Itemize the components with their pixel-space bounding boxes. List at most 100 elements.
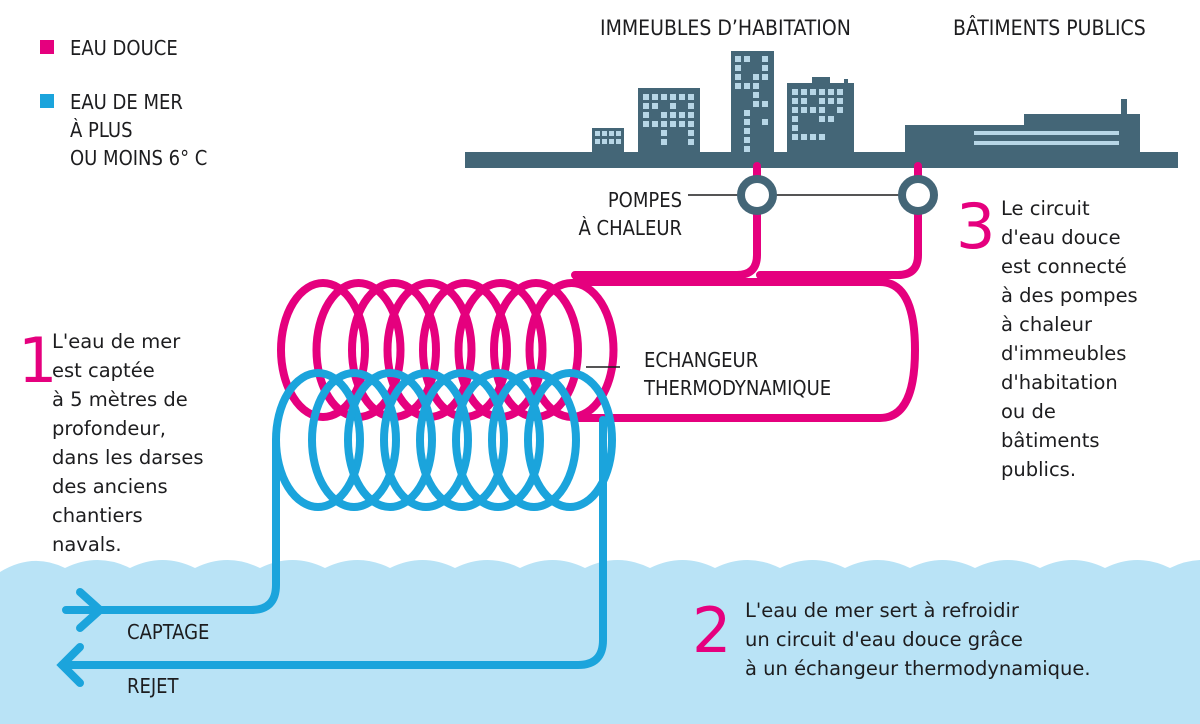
window: [616, 131, 621, 136]
legend-item-fresh-water: EAU DOUCE: [40, 34, 178, 62]
public-building-low: [905, 125, 1140, 154]
public-building-high: [1024, 114, 1140, 128]
sea-water-coil: [272, 369, 616, 511]
window: [762, 56, 768, 62]
window: [652, 103, 658, 109]
window: [810, 134, 816, 140]
sea-water-coil-turn: [344, 369, 436, 511]
step-2-text: L'eau de mer sert à refroidir un circuit…: [745, 599, 1091, 680]
window: [595, 131, 600, 136]
sea-water-coil-turn: [308, 369, 400, 511]
heat-pumps: [688, 175, 938, 215]
window: [602, 139, 607, 144]
window: [828, 116, 834, 122]
step-1-text: L'eau de mer est captée à 5 mètres de pr…: [52, 330, 204, 556]
window: [753, 83, 759, 89]
sea-water-circuit: [56, 369, 616, 687]
window: [792, 89, 798, 95]
sea-water-coil-turn: [380, 369, 472, 511]
window: [643, 121, 649, 127]
intake-arrow-head-icon: [76, 588, 106, 632]
window: [602, 131, 607, 136]
window: [652, 121, 658, 127]
window: [688, 103, 694, 109]
window: [679, 112, 685, 118]
building-right-antenna: [844, 79, 848, 85]
window: [670, 121, 676, 127]
window: [837, 107, 843, 113]
legend-item-sea-water: EAU DE MER À PLUS OU MOINS 6° C: [40, 88, 207, 172]
heat-pumps-label: POMPES À CHALEUR: [578, 188, 683, 240]
window: [810, 89, 816, 95]
window: [661, 139, 667, 145]
window: [670, 103, 676, 109]
sea-water-swatch-icon: [40, 94, 54, 108]
window: [837, 98, 843, 104]
sea-water-discharge-pipe: [58, 416, 607, 669]
window: [616, 139, 621, 144]
window: [801, 107, 807, 113]
window: [819, 134, 825, 140]
legend-label: EAU DOUCE: [70, 36, 178, 60]
window: [670, 112, 676, 118]
window: [688, 94, 694, 100]
window: [735, 74, 741, 80]
window: [974, 141, 1119, 145]
window: [688, 130, 694, 136]
building-right-roof: [812, 77, 830, 85]
window: [609, 139, 614, 144]
window: [792, 134, 798, 140]
window: [688, 112, 694, 118]
step-3-text: Le circuit d'eau douce est connecté à de…: [1001, 197, 1138, 481]
window: [744, 83, 750, 89]
window: [801, 98, 807, 104]
heat-pump-1-icon: [737, 175, 777, 215]
window: [661, 112, 667, 118]
window: [643, 94, 649, 100]
window: [744, 56, 750, 62]
discharge-arrow-head-icon: [56, 643, 84, 687]
window: [837, 89, 843, 95]
window: [679, 94, 685, 100]
sea-water-intake-pipe: [62, 436, 280, 614]
window: [753, 101, 759, 107]
building-windows: [595, 56, 1119, 152]
window: [652, 94, 658, 100]
sea-water-coil-turn: [416, 369, 508, 511]
sea-water-coil-turn: [524, 369, 616, 511]
window: [688, 121, 694, 127]
window: [762, 101, 768, 107]
fresh-water-return-loop: [571, 278, 920, 422]
window: [609, 131, 614, 136]
ground-strip: [465, 152, 1178, 168]
fresh-water-pipe-to-pump-1: [571, 162, 761, 279]
window: [744, 137, 750, 143]
fresh-water-pipe-to-pump-2: [756, 162, 922, 279]
step-3-number: 3: [956, 190, 996, 263]
fresh-water-swatch-icon: [40, 40, 54, 54]
legend-label: EAU DE MER À PLUS OU MOINS 6° C: [70, 90, 208, 170]
window: [753, 74, 759, 80]
window: [828, 89, 834, 95]
window: [762, 74, 768, 80]
public-building-chimney: [1121, 99, 1127, 116]
sea-water-coil-turn: [488, 369, 580, 511]
discharge-label: REJET: [127, 674, 179, 698]
window: [661, 130, 667, 136]
city-skyline: [465, 51, 1178, 168]
window: [643, 103, 649, 109]
window: [661, 94, 667, 100]
window: [792, 107, 798, 113]
window: [744, 128, 750, 134]
heading-public-buildings: BÂTIMENTS PUBLICS: [953, 16, 1146, 40]
window: [819, 89, 825, 95]
window: [974, 131, 1119, 135]
window: [735, 65, 741, 71]
window: [744, 119, 750, 125]
heading-residential-buildings: IMMEUBLES D’HABITATION: [600, 16, 851, 40]
window: [819, 107, 825, 113]
window: [762, 65, 768, 71]
sea-water-coil-turn: [452, 369, 544, 511]
window: [792, 116, 798, 122]
